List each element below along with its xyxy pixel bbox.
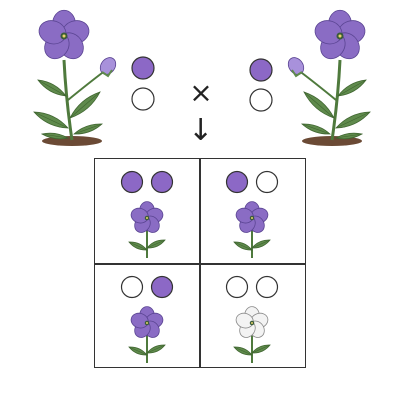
cell-4-allele-2	[255, 275, 279, 299]
cell-2-allele-1	[225, 170, 249, 194]
cell-3-allele-1	[120, 275, 144, 299]
punnett-square-horizontal-divider	[94, 263, 306, 265]
cell-2-allele-2	[255, 170, 279, 194]
cell-1-allele-2	[150, 170, 174, 194]
cell-3-allele-2	[150, 275, 174, 299]
cell-1-allele-1	[120, 170, 144, 194]
cross-symbol: ×	[189, 76, 213, 109]
parent-left-allele-1	[131, 56, 155, 80]
cell-3-flower-icon	[128, 306, 166, 363]
parent-plant-right	[287, 9, 371, 146]
cell-4-allele-1	[225, 275, 249, 299]
parent-left-allele-2	[131, 87, 155, 111]
down-arrow-icon: ↓	[188, 113, 214, 148]
cell-2-flower-icon	[233, 201, 271, 258]
parent-right-allele-1	[249, 58, 273, 82]
parent-right-allele-2	[249, 88, 273, 112]
cell-1-flower-icon	[128, 201, 166, 258]
cell-4-flower-icon	[233, 306, 271, 363]
parent-plant-left	[33, 9, 117, 146]
